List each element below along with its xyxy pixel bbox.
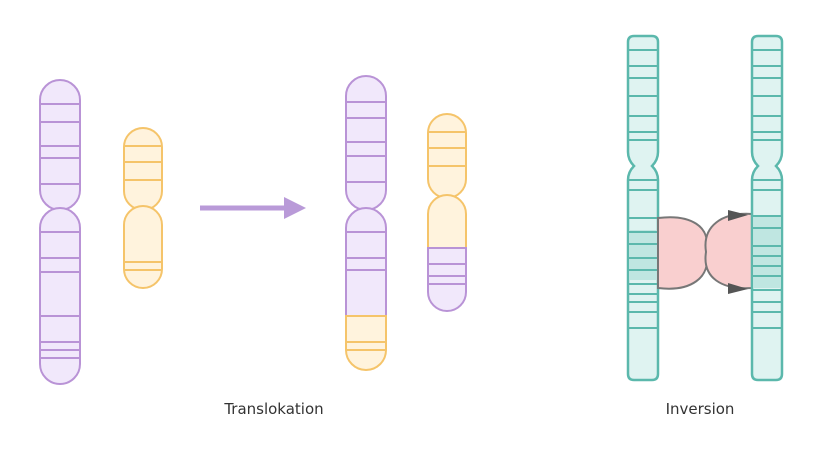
teal-chromosome-right-outline	[750, 34, 784, 382]
purple-segment-attached-bands	[429, 263, 465, 285]
teal-chromosome-right-bands	[753, 49, 781, 329]
inversion-loop-left-lobe	[657, 216, 708, 290]
right-arrow-icon	[200, 197, 306, 219]
purple-chromosome-long-arm	[39, 207, 81, 385]
yellow-chromosome-long-arm	[123, 205, 163, 289]
inversion-label: Inversion	[665, 400, 735, 418]
purple-chromosome-original	[39, 79, 81, 385]
yellow-segment-attached-bands	[347, 341, 385, 351]
purple-chromosome-bands	[41, 103, 79, 359]
teal-chromosome-left-dark-region	[630, 230, 656, 280]
inversion-loop	[657, 212, 753, 290]
teal-chromosome-right-dark-region	[754, 216, 780, 288]
purple-chromosome-translocated-long-arm	[345, 207, 387, 317]
purple-chromosome-translocated	[345, 75, 387, 371]
purple-segment-attached	[427, 247, 467, 312]
yellow-chromosome-translocated-long-arm	[427, 194, 467, 249]
yellow-chromosome-translocated-short-arm	[427, 113, 467, 199]
triangle-pointer-icon	[728, 210, 748, 221]
inversion-loop-right-lobe	[704, 212, 753, 290]
yellow-chromosome-original	[123, 127, 163, 289]
translocation-label: Translokation	[224, 400, 324, 418]
yellow-chromosome-short-arm	[123, 127, 163, 211]
purple-chromosome-translocated-bands	[347, 101, 385, 271]
yellow-chromosome-translocated	[427, 113, 467, 312]
yellow-chromosome-translocated-bands	[429, 131, 465, 167]
teal-chromosome-left	[626, 34, 660, 382]
yellow-chromosome-bands	[125, 145, 161, 271]
teal-chromosome-left-bands	[629, 49, 657, 329]
triangle-pointer-icon	[728, 283, 748, 294]
teal-chromosome-right	[728, 34, 784, 382]
